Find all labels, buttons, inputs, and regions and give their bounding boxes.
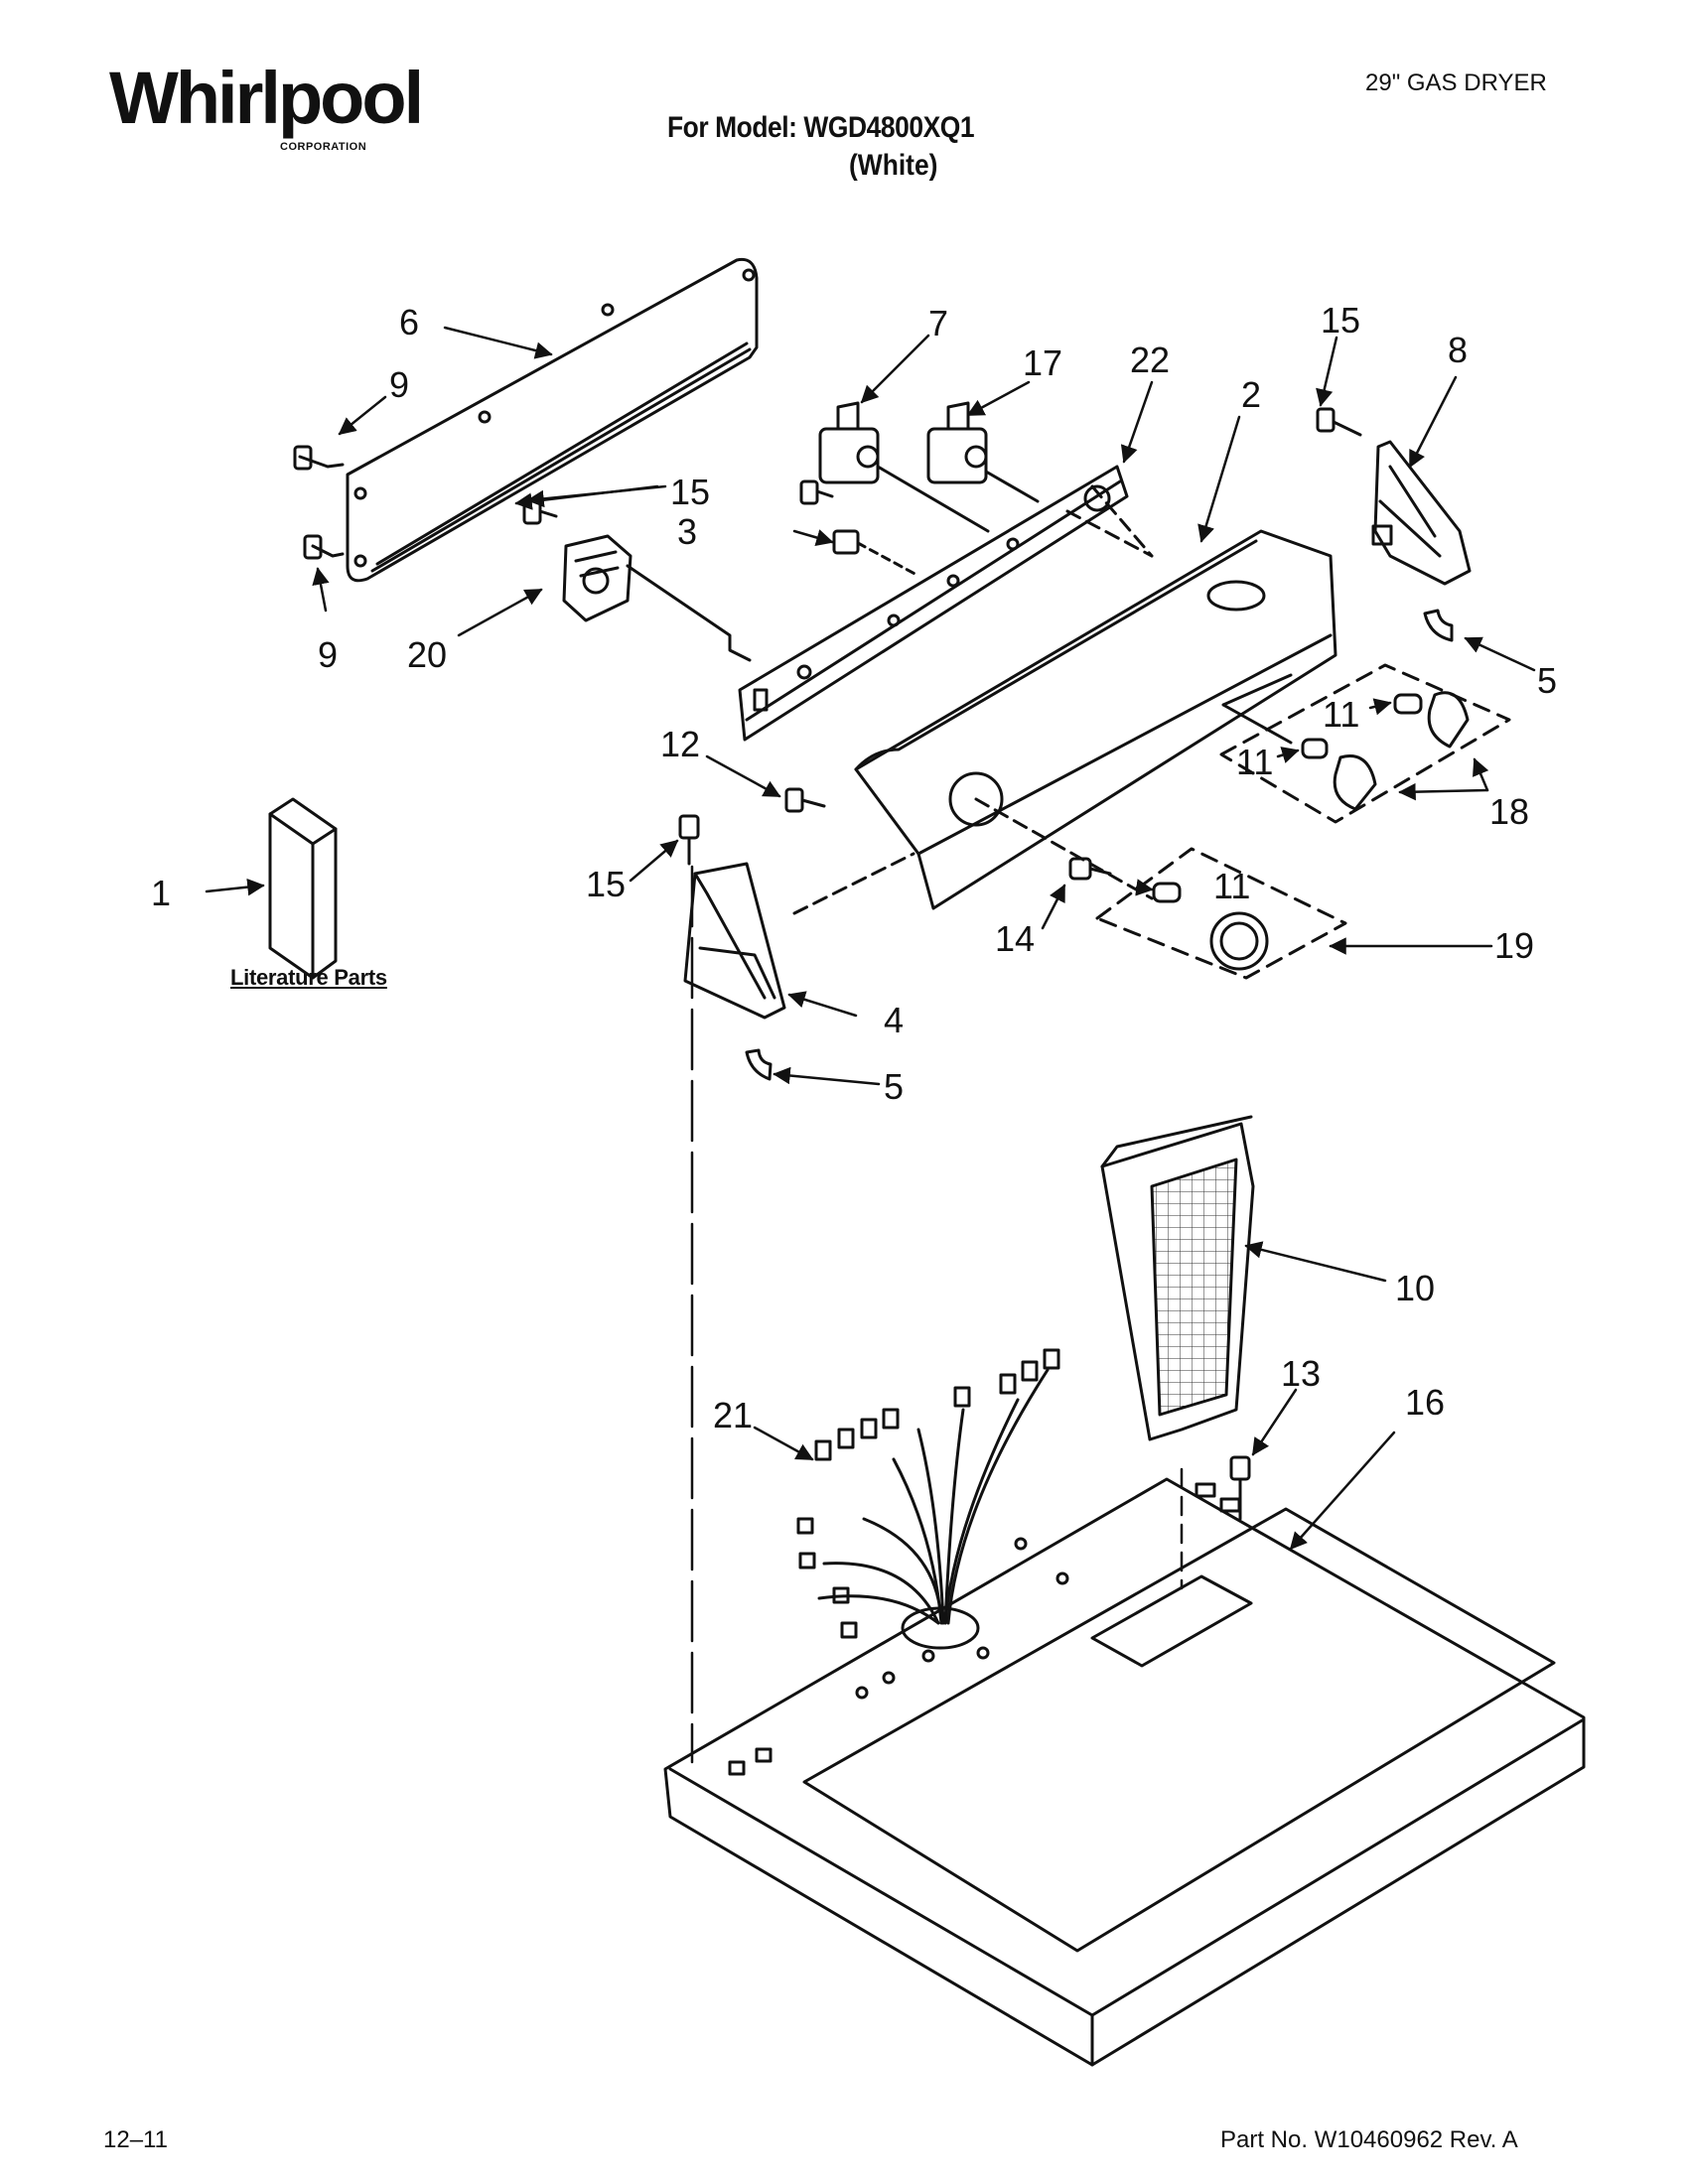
screw-14: [1068, 857, 1112, 881]
screw-15-left: [678, 814, 700, 866]
callout-16: 16: [1405, 1382, 1445, 1423]
callout-18: 18: [1489, 791, 1529, 832]
callout-8: 8: [1448, 330, 1468, 370]
rear-bracket-panel: [346, 257, 759, 583]
callout-10: 10: [1395, 1268, 1435, 1308]
wire-harness: [796, 1348, 1060, 1639]
callout-11-b: 11: [1236, 742, 1273, 782]
knob-group-19: [1095, 847, 1347, 980]
callout-5-upper: 5: [1537, 660, 1557, 701]
lint-screen: [1100, 1115, 1255, 1441]
callout-1: 1: [151, 873, 171, 913]
knob-group-18: [1219, 663, 1511, 824]
screw-12: [784, 787, 826, 813]
callout-2: 2: [1241, 374, 1261, 415]
callout-5-lower: 5: [884, 1066, 904, 1107]
end-cap: [683, 862, 786, 1020]
console-bracket: [738, 465, 1154, 742]
top-panel: [663, 1477, 1586, 2067]
callout-14: 14: [995, 918, 1035, 959]
clip-5-lower: [745, 1048, 773, 1081]
callout-21: 21: [713, 1395, 753, 1435]
screw-9-bottom: [303, 534, 345, 560]
callout-9-top: 9: [389, 364, 409, 405]
callout-3: 3: [677, 511, 697, 552]
document-type: 29" GAS DRYER: [1365, 69, 1547, 96]
callout-13: 13: [1281, 1353, 1321, 1394]
callout-12: 12: [660, 724, 700, 764]
callout-9-bottom: 9: [318, 634, 338, 675]
brand-logo: Whirlpool: [109, 57, 424, 139]
callout-17: 17: [1023, 342, 1062, 383]
date-code: 12–11: [103, 2126, 168, 2153]
callout-20: 20: [407, 634, 447, 675]
color-line: (White): [849, 149, 938, 182]
callout-4: 4: [884, 1000, 904, 1040]
callout-11-c: 11: [1213, 866, 1250, 906]
console-panel: [792, 529, 1337, 915]
literature-pack: [268, 797, 338, 980]
model-line: For Model: WGD4800XQ1: [667, 111, 975, 144]
screw-15-center-a: [799, 479, 834, 505]
callout-15-top-right: 15: [1321, 300, 1360, 341]
screw-15-top-right: [1316, 407, 1362, 437]
callout-11-a: 11: [1323, 694, 1359, 735]
part-number: Part No. W10460962 Rev. A: [1220, 2126, 1518, 2153]
clip-3: [832, 529, 920, 578]
timer-component: [562, 534, 752, 662]
screw-9-top: [293, 445, 345, 471]
switch-7: [818, 401, 990, 533]
callout-19: 19: [1494, 925, 1534, 966]
side-bracket: [1371, 440, 1472, 586]
literature-parts-label: Literature Parts: [230, 965, 387, 990]
callout-15-left: 15: [586, 864, 626, 904]
callout-6: 6: [399, 302, 419, 342]
leader-arrows: [205, 326, 1536, 1551]
brand-corporation: CORPORATION: [280, 141, 367, 153]
callout-15-center: 15: [670, 472, 710, 512]
callout-22: 22: [1130, 340, 1170, 380]
clip-5-upper: [1423, 609, 1454, 642]
callout-7: 7: [928, 303, 948, 343]
